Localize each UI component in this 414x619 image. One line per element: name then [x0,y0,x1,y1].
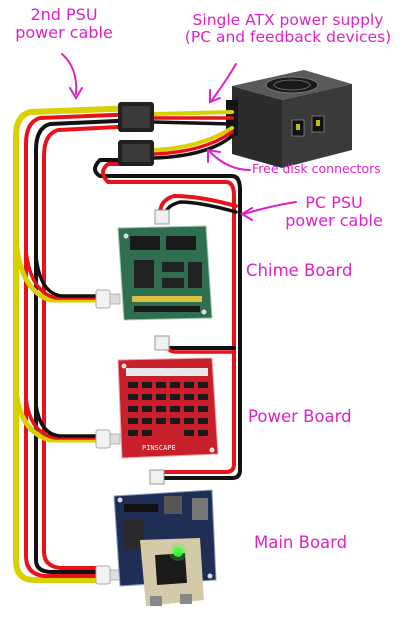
label-atx-line2: (PC and feedback devices) [170,29,406,46]
label-second-psu-line2: power cable [8,24,120,42]
label-atx-power-supply: Single ATX power supply (PC and feedback… [170,12,406,47]
power-board: PINSCAPE [118,358,218,458]
label-pc-psu-cable: PC PSU power cable [278,194,390,230]
label-chime-board: Chime Board [246,262,353,280]
label-second-psu-cable: 2nd PSU power cable [8,6,120,42]
board-power-header-power [155,336,169,350]
atx-power-supply [226,70,352,168]
label-second-psu-line1: 2nd PSU [8,6,120,24]
label-free-disk-connectors: Free disk connectors [252,162,381,176]
molex-connector-power [96,430,120,448]
chime-board [118,226,212,320]
main-board [114,490,216,606]
power-board-silkscreen: PINSCAPE [142,444,176,452]
label-pc-psu-line1: PC PSU [278,194,390,212]
label-atx-line1: Single ATX power supply [170,12,406,29]
kl25z-board [140,538,204,606]
molex-connector-chime [96,290,120,308]
psu-connectors [118,102,154,166]
label-pc-psu-line2: power cable [278,212,390,230]
molex-connector-main [96,566,120,584]
label-power-board: Power Board [248,408,352,426]
board-power-header-chime [155,210,169,224]
label-main-board: Main Board [254,534,347,552]
board-power-header-main [150,470,164,484]
